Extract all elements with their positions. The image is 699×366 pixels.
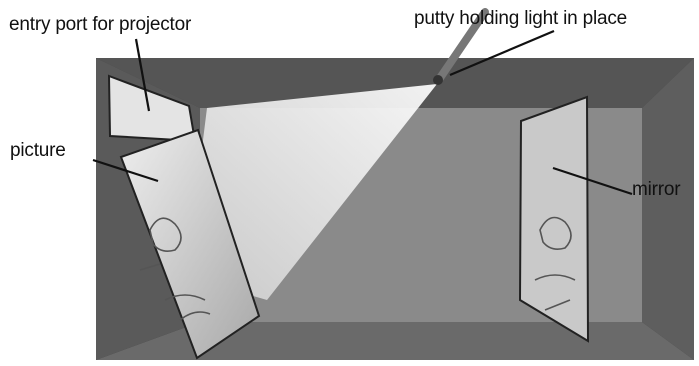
label-mirror: mirror: [632, 179, 681, 200]
leader-entry-port: [134, 38, 151, 112]
picture-panel: [119, 128, 261, 360]
box-floor: [96, 322, 694, 360]
mirror-sketch: [534, 216, 576, 311]
mirror-panel: [518, 95, 590, 343]
light-beam: [198, 84, 437, 300]
projector-rod: [436, 8, 489, 82]
leader-picture: [92, 158, 159, 183]
box-right-wall: [642, 58, 694, 360]
leader-mirror: [552, 166, 633, 196]
putty: [433, 75, 443, 85]
leader-putty: [449, 29, 555, 77]
picture-sketch: [139, 217, 211, 321]
box-ceiling: [96, 58, 694, 108]
label-picture: picture: [10, 140, 66, 161]
label-putty: putty holding light in place: [414, 8, 628, 29]
label-entry-port: entry port for projector: [9, 14, 192, 35]
